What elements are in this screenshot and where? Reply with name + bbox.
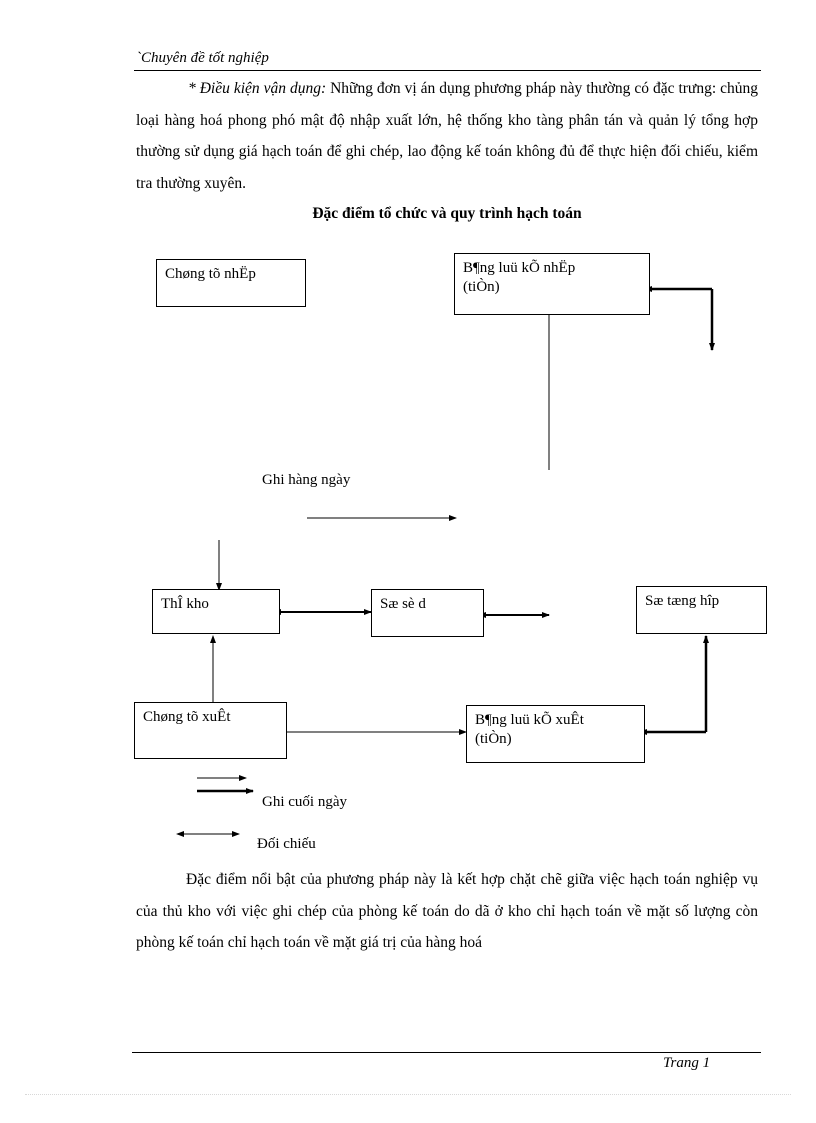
export-voucher-box: Chøng tõ xuÊt <box>134 702 287 759</box>
export-summary-box: B¶ng luü kÕ xuÊt (tiÒn) <box>466 705 645 763</box>
intro-paragraph: * Điều kiện vận dụng: Những đơn vị án dụ… <box>136 73 758 199</box>
export-summary-label-line2: (tiÒn) <box>475 731 512 747</box>
import-summary-label-line1: B¶ng luü kÕ nhËp <box>463 260 576 276</box>
stock-card-label: ThÎ kho <box>161 596 209 612</box>
header-divider <box>134 70 761 71</box>
import-voucher-label: Chøng tõ nhËp <box>165 266 256 282</box>
intro-body: Những đơn vị án dụng phương pháp này thư… <box>136 80 758 192</box>
legend-end-of-day-label: Ghi cuối ngày <box>262 794 347 810</box>
balance-book-box: Sæ sè d <box>371 589 484 637</box>
footer-divider <box>132 1052 761 1053</box>
general-ledger-label: Sæ tæng hîp <box>645 593 720 609</box>
intro-lead-label: * Điều kiện vận dụng: <box>188 80 327 97</box>
closing-paragraph: Đặc điểm nổi bật của phương pháp này là … <box>136 871 758 951</box>
document-header: `Chuyên đề tốt nghiệp <box>136 50 269 66</box>
page-bottom-border <box>25 1094 791 1095</box>
diagram-title: Đặc điểm tổ chức và quy trình hạch toán <box>312 205 582 222</box>
legend-reconcile-label: Đối chiếu <box>257 836 316 852</box>
general-ledger-box: Sæ tæng hîp <box>636 586 767 634</box>
import-voucher-box: Chøng tõ nhËp <box>156 259 306 307</box>
balance-book-label: Sæ sè d <box>380 596 426 612</box>
stock-card-box: ThÎ kho <box>152 589 280 634</box>
export-summary-label-line1: B¶ng luü kÕ xuÊt <box>475 712 584 728</box>
page-number: Trang 1 <box>663 1055 711 1071</box>
legend-daily-label: Ghi hàng ngày <box>262 472 351 488</box>
import-summary-label-line2: (tiÒn) <box>463 279 500 295</box>
export-voucher-label: Chøng tõ xuÊt <box>143 709 231 725</box>
import-summary-box: B¶ng luü kÕ nhËp (tiÒn) <box>454 253 650 315</box>
